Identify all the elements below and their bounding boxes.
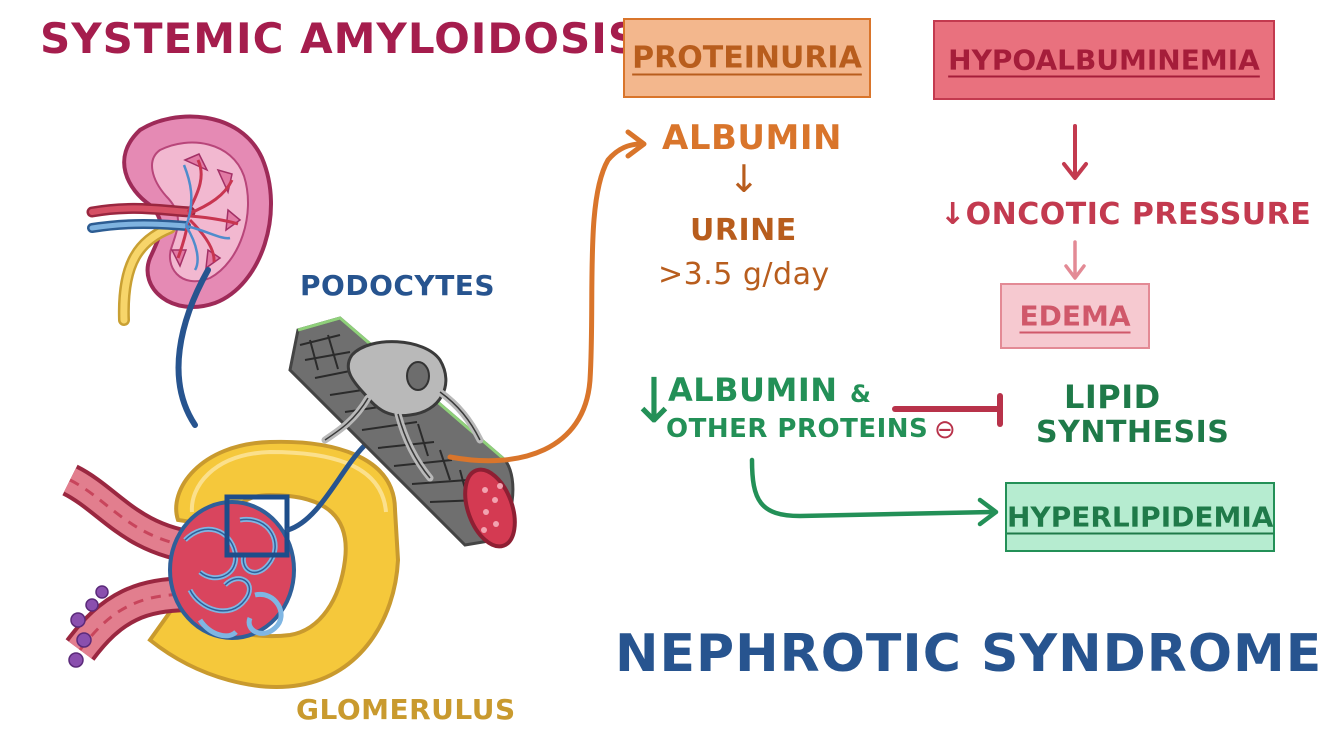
- urine-down-arrow: ↓: [728, 160, 760, 198]
- synthesis-label: SYNTHESIS: [1036, 418, 1229, 448]
- title-systemic-amyloidosis: SYSTEMIC AMYLOIDOSIS: [40, 18, 639, 60]
- urine-label: URINE: [690, 216, 797, 246]
- label-podocytes: PODOCYTES: [300, 272, 495, 300]
- lipid-label: LIPID: [1064, 381, 1161, 413]
- podocyte-illustration: [290, 318, 524, 553]
- title-nephrotic-syndrome: NEPHROTIC SYNDROME: [615, 628, 1322, 680]
- flow-arrow-to-albumin: [450, 144, 640, 461]
- hypoalbuminemia-label: HYPOALBUMINEMIA: [935, 44, 1273, 77]
- arrow-to-hyperlipidemia: [752, 460, 992, 516]
- label-glomerulus: GLOMERULUS: [296, 696, 516, 724]
- albumin-proteins-label: ALBUMIN: [668, 374, 838, 406]
- other-proteins-label: OTHER PROTEINS: [666, 416, 928, 442]
- hyperlipidemia-label: HYPERLIPIDEMIA: [1007, 501, 1273, 534]
- proteinuria-label: PROTEINURIA: [625, 41, 869, 76]
- ampersand-label: &: [850, 382, 871, 406]
- hyperlipidemia-box: HYPERLIPIDEMIA: [1005, 482, 1275, 552]
- kidney-illustration: [92, 117, 271, 320]
- albumin-label: ALBUMIN: [662, 121, 842, 155]
- arrow-to-edema: [1066, 242, 1084, 278]
- arrow-to-oncotic: [1064, 126, 1086, 178]
- edema-box: EDEMA: [1000, 283, 1150, 349]
- inhibition-symbol: ⊖: [934, 417, 956, 443]
- glomerulus-illustration: [69, 442, 398, 687]
- proteinuria-box: PROTEINURIA: [623, 18, 871, 98]
- hypoalbuminemia-box: HYPOALBUMINEMIA: [933, 20, 1275, 100]
- urine-amount: >3.5 g/day: [658, 260, 830, 290]
- edema-label: EDEMA: [1002, 300, 1148, 333]
- oncotic-pressure-label: ↓ONCOTIC PRESSURE: [940, 200, 1311, 230]
